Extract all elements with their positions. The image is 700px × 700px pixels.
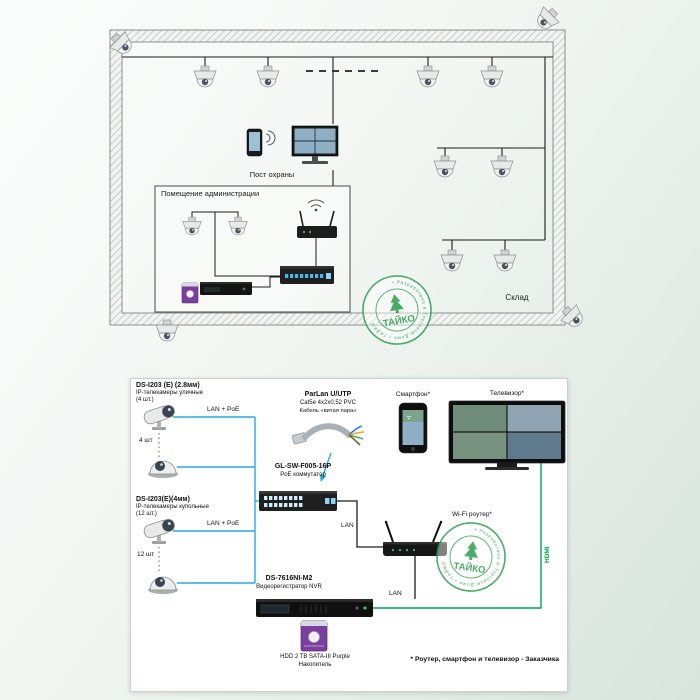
cable-desc-label: Кабель «витая пара»: [299, 408, 357, 414]
hdd-desc-label: Накопитель: [298, 662, 332, 668]
building-walls: [109, 29, 566, 326]
footnote: * Роутер, смартфон и телевизор - Заказчи…: [410, 656, 559, 663]
cable-spec-label: Cat5e 4x2x0,52 PVC: [299, 400, 357, 406]
lan-wires: [337, 500, 416, 599]
bullet-camera-icon: [143, 519, 175, 544]
cable-to-switch-arrow: [319, 452, 332, 482]
poe-switch-icon: [259, 491, 337, 511]
camera-group1-model: DS-I203 (E) (2.8мм): [136, 382, 200, 389]
nvr-icon: [256, 599, 373, 617]
dome-camera-icon: [193, 65, 217, 88]
hdd-purple-icon: [181, 282, 199, 304]
camera-cable-runs: [122, 56, 553, 250]
cable-name-label: ParLan U/UTP: [304, 391, 352, 398]
lan-poe-label: LAN + PoE: [207, 406, 240, 413]
tayko-stamp: [431, 517, 511, 597]
camera-group2-desc: IP-телекамеры купольные: [136, 504, 209, 510]
dome-camera-icon: [433, 155, 457, 178]
utp-cable-icon: [291, 423, 365, 446]
hdmi-label: HDMI: [544, 546, 551, 563]
smartphone-icon: [398, 402, 428, 454]
smartphone-label: Смартфон*: [395, 391, 431, 398]
camera-group2-count: 12 шт: [137, 551, 155, 558]
admin-nvr-icon: [200, 282, 252, 295]
dome-camera-icon: [490, 155, 514, 178]
camera-group1-desc: IP-телекамеры уличные: [136, 390, 204, 396]
warehouse-label: Склад: [505, 293, 529, 302]
camera-group1-count: 4 шт: [139, 437, 153, 444]
switch-model-label: GL-SW-F005-16P: [274, 463, 332, 470]
hdd-model-label: HDD 2 TB SATA-III Purple: [280, 654, 350, 660]
security-post-phone-icon: [246, 128, 263, 157]
bullet-camera-icon: [143, 405, 175, 430]
schematic-drawing: [143, 400, 566, 652]
dome-camera-icon: [256, 65, 280, 88]
switch-desc-label: PoE коммутатор: [280, 472, 326, 478]
corner-camera-icon: [531, 2, 564, 35]
dome-camera-icon: [440, 249, 464, 272]
nvr-model-label: DS-7616NI-M2: [265, 575, 313, 582]
tv-label: Телевизор*: [489, 390, 525, 397]
admin-room-wiring: [191, 211, 317, 288]
hdd-purple-icon: [300, 620, 328, 652]
tv-icon: [448, 400, 566, 470]
camera-group2-qty: (12 шт.): [136, 511, 157, 517]
lan-label: LAN: [341, 522, 354, 529]
floor-plan: • Разработано в Торговом Доме • ТАЙКО ТА…: [105, 2, 589, 351]
wifi-router-icon: [383, 520, 447, 556]
dome-camera-icon: [493, 249, 517, 272]
nvr-desc-label: Видеорегистратор NVR: [256, 584, 322, 590]
dome-camera-icon: [480, 65, 504, 88]
camera-group1-qty: (4 шт.): [136, 397, 154, 403]
wifi-waves-icon: [265, 130, 276, 146]
schematic-panel: DS-I203 (E) (2.8мм) IP-телекамеры уличны…: [130, 378, 568, 692]
admin-switch-icon: [280, 266, 334, 284]
admin-wifi-router-icon: [297, 199, 337, 238]
tayko-stamp: [356, 269, 438, 351]
lan-poe-wires: [173, 416, 261, 584]
dome-camera-icon: [148, 576, 178, 594]
camera-group2-model: DS-I203(E)(4мм): [136, 496, 190, 503]
admin-room-label: Помещение администрации: [161, 189, 260, 198]
dome-camera-icon: [148, 460, 178, 478]
security-post-monitor-icon: [291, 125, 339, 164]
lan-poe-label: LAN + PoE: [207, 520, 240, 527]
router-label: Wi-Fi роутер*: [451, 511, 493, 518]
dome-camera-icon: [416, 65, 440, 88]
security-post-label: Пост охраны: [249, 170, 295, 179]
wifi-waves-icon: [307, 199, 325, 212]
hdmi-wire: [373, 463, 542, 609]
lan-label: LAN: [389, 590, 402, 597]
